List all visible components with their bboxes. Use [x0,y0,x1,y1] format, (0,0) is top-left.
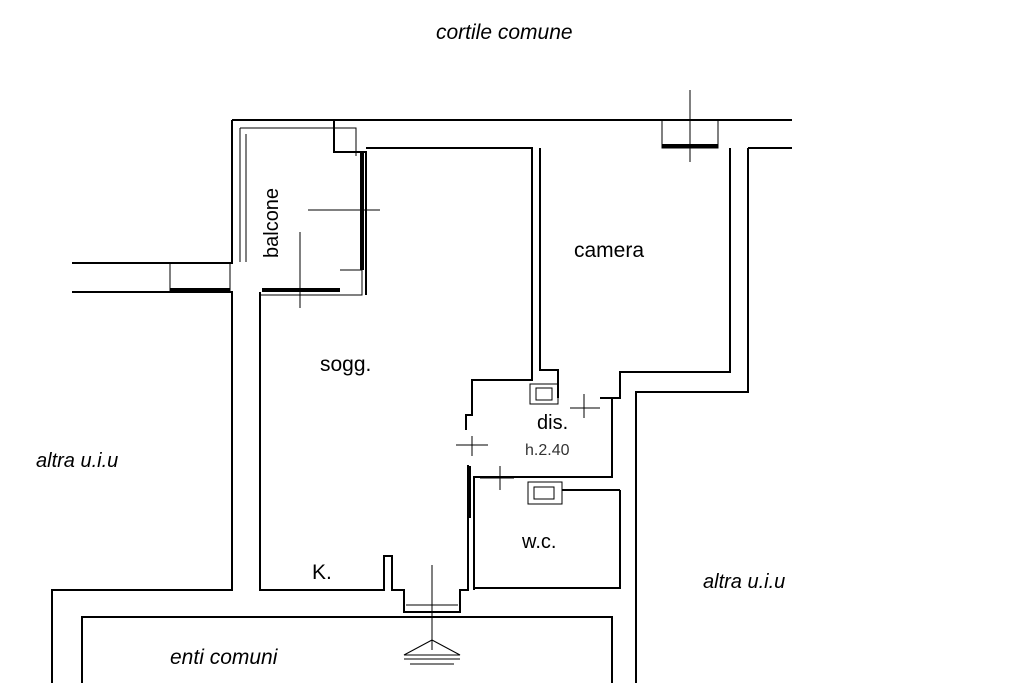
label-balcone: balcone [261,187,283,258]
label-soggiorno: sogg. [320,353,372,376]
interior-walls [259,120,731,613]
balcony-outline [239,127,380,308]
label-enti-comuni: enti comuni [170,646,278,669]
outer-walls [51,119,792,683]
label-wc: w.c. [522,531,557,553]
windows [169,90,719,293]
label-disimpegno: dis. [537,412,569,434]
label-height: h.2.40 [525,442,570,459]
label-cortile-comune: cortile comune [436,21,573,44]
label-altra-uiu-right: altra u.i.u [703,571,786,593]
label-camera: camera [574,239,645,262]
label-altra-uiu-left: altra u.i.u [36,450,119,472]
shaft-fixtures [527,383,563,505]
door-marks [406,394,600,650]
label-kitchen: K. [312,561,332,584]
entrance-arrow-icon [403,639,461,665]
